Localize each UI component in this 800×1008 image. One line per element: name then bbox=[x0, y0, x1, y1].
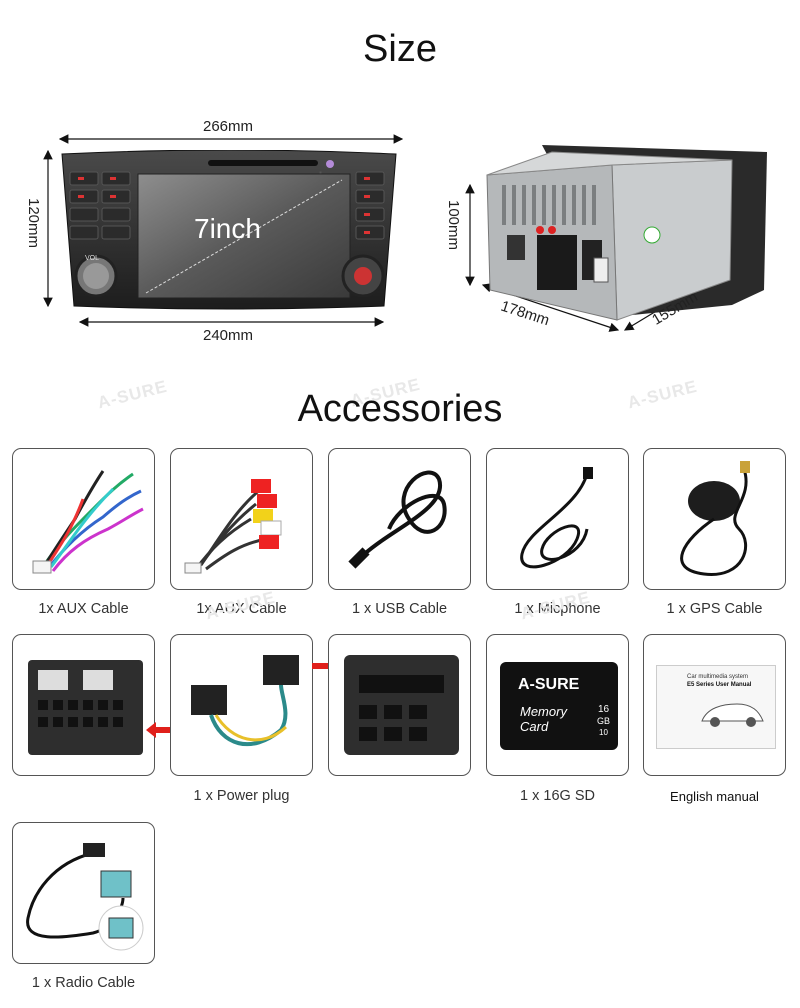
power-plug-caption: 1 x Power plug bbox=[193, 788, 290, 804]
rca-cable-icon bbox=[184, 479, 282, 574]
watermark: A-SURE bbox=[203, 587, 278, 624]
radio-cable-card bbox=[12, 822, 155, 964]
aux-cable-caption: 1x AUX Cable bbox=[38, 601, 129, 617]
sd-capacity: 16 bbox=[598, 704, 610, 715]
radio-cable-caption: 1 x Radio Cable bbox=[31, 975, 136, 991]
sd-line2: Card bbox=[520, 719, 549, 734]
car-icon bbox=[701, 703, 764, 727]
usb-cable-caption: 1 x USB Cable bbox=[351, 601, 448, 617]
microphone-card bbox=[486, 448, 629, 590]
connector-socket-icon bbox=[344, 655, 459, 755]
aux-cable-card bbox=[12, 448, 155, 590]
connector-block-icon bbox=[28, 660, 143, 755]
connector-rear-card bbox=[12, 634, 155, 776]
dim-width-top: 266mm bbox=[203, 118, 254, 135]
arrow-left-icon bbox=[146, 722, 172, 738]
sd-card-caption: 1 x 16G SD bbox=[520, 788, 595, 804]
power-plug-icon bbox=[191, 655, 299, 747]
manual-image: Car multimedia system E5 Series User Man… bbox=[656, 665, 776, 749]
gps-cable-caption: 1 x GPS Cable bbox=[666, 601, 763, 617]
screen-size-label: 7inch bbox=[194, 213, 261, 244]
aux-cable-icon bbox=[32, 470, 144, 574]
aux-cable-rca-card bbox=[170, 448, 313, 590]
usb-cable-icon bbox=[348, 470, 447, 569]
vol-label: VOL bbox=[85, 255, 100, 262]
power-plug-card bbox=[170, 634, 313, 776]
sd-class: 10 bbox=[599, 728, 608, 737]
accessories-title: Accessories bbox=[297, 388, 503, 430]
watermark: A-SURE bbox=[518, 587, 593, 624]
sd-line1: Memory bbox=[520, 704, 567, 719]
manual-card: Car multimedia system E5 Series User Man… bbox=[643, 634, 786, 776]
connector-front-card bbox=[328, 634, 471, 776]
usb-cable-card bbox=[328, 448, 471, 590]
manual-line1: Car multimedia system bbox=[687, 674, 749, 680]
microphone-caption: 1 x Micphone bbox=[514, 601, 601, 617]
dim-back-height: 100mm bbox=[445, 200, 462, 251]
aux-cable-rca-caption: 1x AUX Cable bbox=[196, 601, 287, 617]
size-title: Size bbox=[363, 28, 437, 70]
sd-card-card: A-SURE Memory Card 16 GB 10 bbox=[486, 634, 629, 776]
dim-width-bottom: 240mm bbox=[203, 327, 254, 344]
dim-height-left: 120mm bbox=[25, 198, 42, 249]
sd-card-image: A-SURE Memory Card 16 GB 10 bbox=[500, 662, 618, 750]
sd-brand: A-SURE bbox=[518, 676, 580, 693]
sd-unit: GB bbox=[597, 716, 611, 726]
gps-cable-card bbox=[643, 448, 786, 590]
head-unit-back-image bbox=[482, 140, 772, 330]
manual-caption: English manual bbox=[670, 789, 759, 804]
manual-line2: E5 Series User Manual bbox=[687, 682, 752, 688]
head-unit-front-image bbox=[58, 150, 400, 310]
radio-cable-icon bbox=[26, 843, 144, 951]
microphone-icon bbox=[520, 467, 593, 569]
gps-antenna-icon bbox=[680, 461, 750, 576]
